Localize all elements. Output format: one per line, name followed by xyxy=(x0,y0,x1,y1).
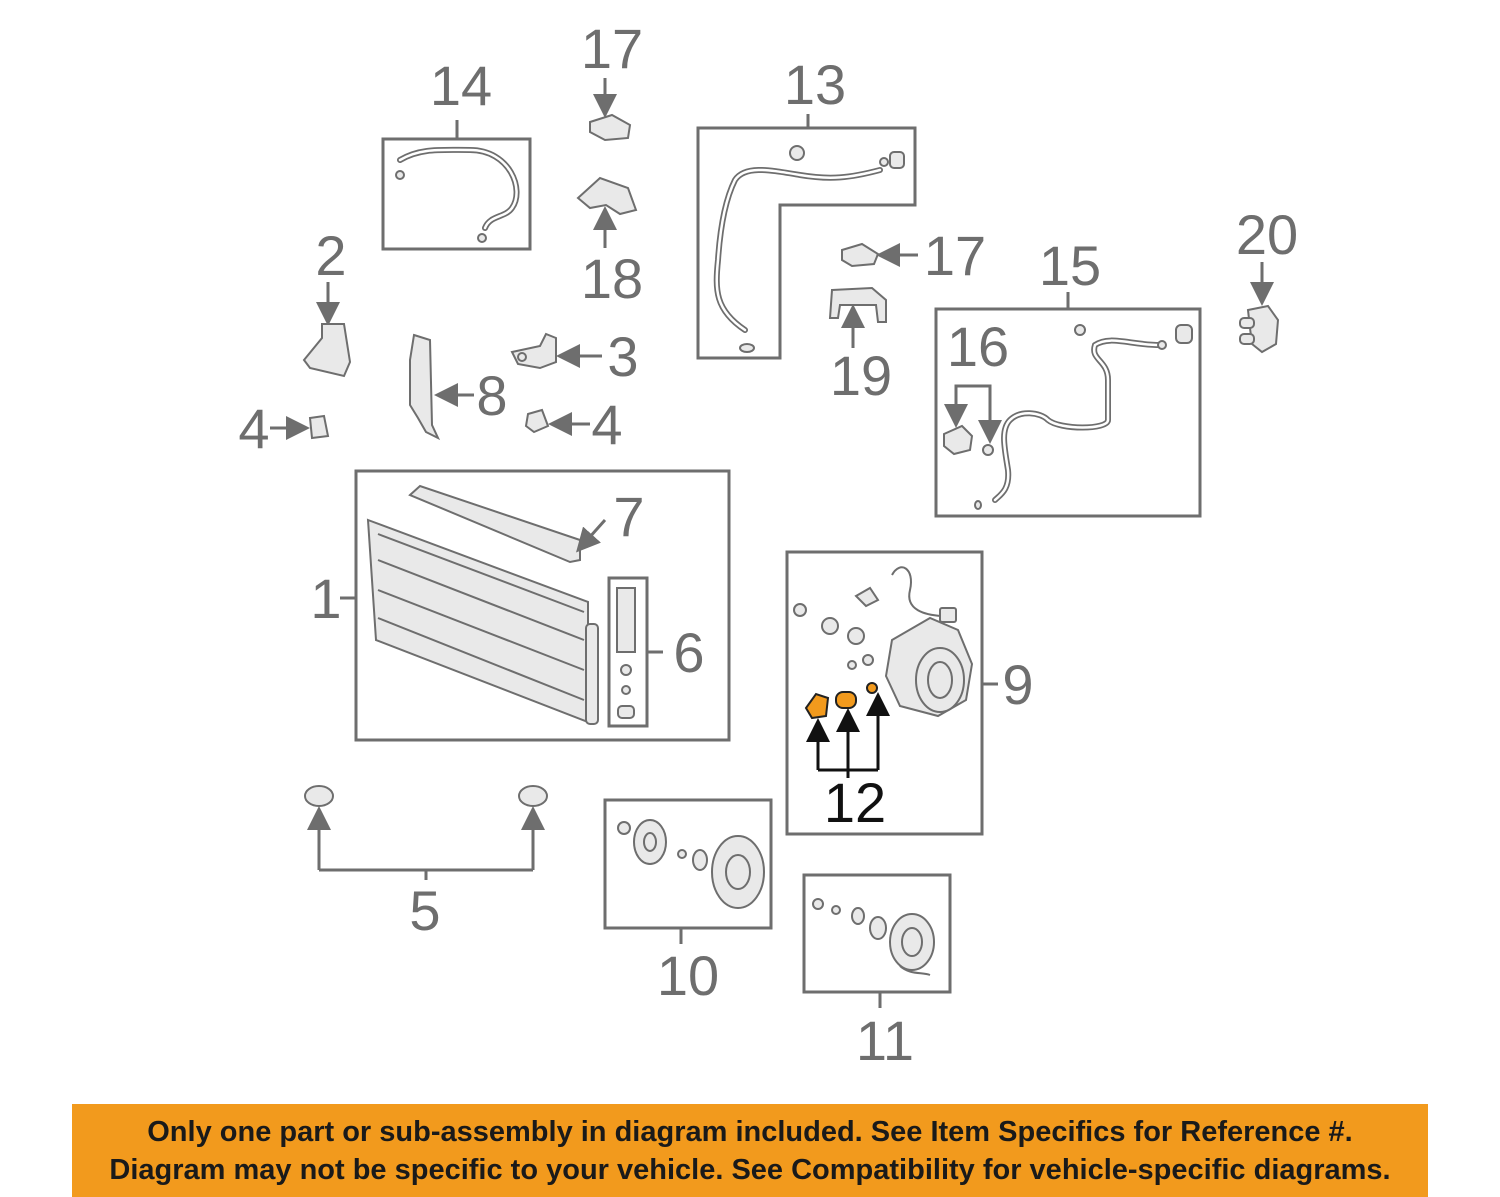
callout-9: 9 xyxy=(1002,653,1033,716)
callout-19: 19 xyxy=(830,344,892,407)
group-15-hose xyxy=(934,292,1202,518)
callout-20: 20 xyxy=(1236,203,1298,266)
callout-1: 1 xyxy=(310,567,341,630)
group-5-mounts xyxy=(304,785,548,880)
group-18-bracket xyxy=(576,176,638,248)
parts-diagram: 14 17 18 13 17 19 20 xyxy=(238,17,1298,1072)
callout-4-right: 4 xyxy=(591,393,622,456)
disclaimer-line-2: Diagram may not be specific to your vehi… xyxy=(109,1153,1391,1186)
group-19-bracket xyxy=(828,286,887,348)
callout-4-left: 4 xyxy=(238,397,269,460)
group-8-bracket xyxy=(409,333,474,441)
group-14-hose xyxy=(381,120,532,251)
callout-6: 6 xyxy=(673,621,704,684)
group-17-clip-top xyxy=(589,78,632,142)
callout-14: 14 xyxy=(430,54,492,117)
group-10-clutch xyxy=(603,798,773,944)
group-2-bracket xyxy=(302,282,352,378)
group-3-bracket xyxy=(510,332,602,370)
callout-17-top: 17 xyxy=(581,17,643,80)
group-1-condenser xyxy=(340,469,731,742)
disclaimer-line-1: Only one part or sub-assembly in diagram… xyxy=(147,1115,1353,1148)
callout-5: 5 xyxy=(409,879,440,942)
group-17-clip-right xyxy=(841,242,918,268)
group-4-mount-left xyxy=(270,414,330,440)
callout-15: 15 xyxy=(1039,234,1101,297)
callout-2: 2 xyxy=(315,224,346,287)
callout-18: 18 xyxy=(581,247,643,310)
callout-13: 13 xyxy=(784,53,846,116)
group-9-compressor xyxy=(785,550,998,836)
disclaimer-banner: Only one part or sub-assembly in diagram… xyxy=(72,1104,1428,1197)
group-16-sensor xyxy=(943,384,1002,456)
group-20-fitting xyxy=(1239,262,1280,354)
group-4-mount-right xyxy=(524,408,590,436)
callout-11: 11 xyxy=(856,1009,914,1072)
callout-17-right: 17 xyxy=(924,224,986,287)
callout-16: 16 xyxy=(947,315,1009,378)
callout-8: 8 xyxy=(476,364,507,427)
callout-12: 12 xyxy=(824,771,886,834)
group-11-clutch xyxy=(802,873,952,1008)
group-13-hose xyxy=(696,114,917,360)
callout-3: 3 xyxy=(607,325,638,388)
leader-7 xyxy=(576,519,607,553)
callout-7: 7 xyxy=(613,485,644,548)
callout-10: 10 xyxy=(657,944,719,1007)
